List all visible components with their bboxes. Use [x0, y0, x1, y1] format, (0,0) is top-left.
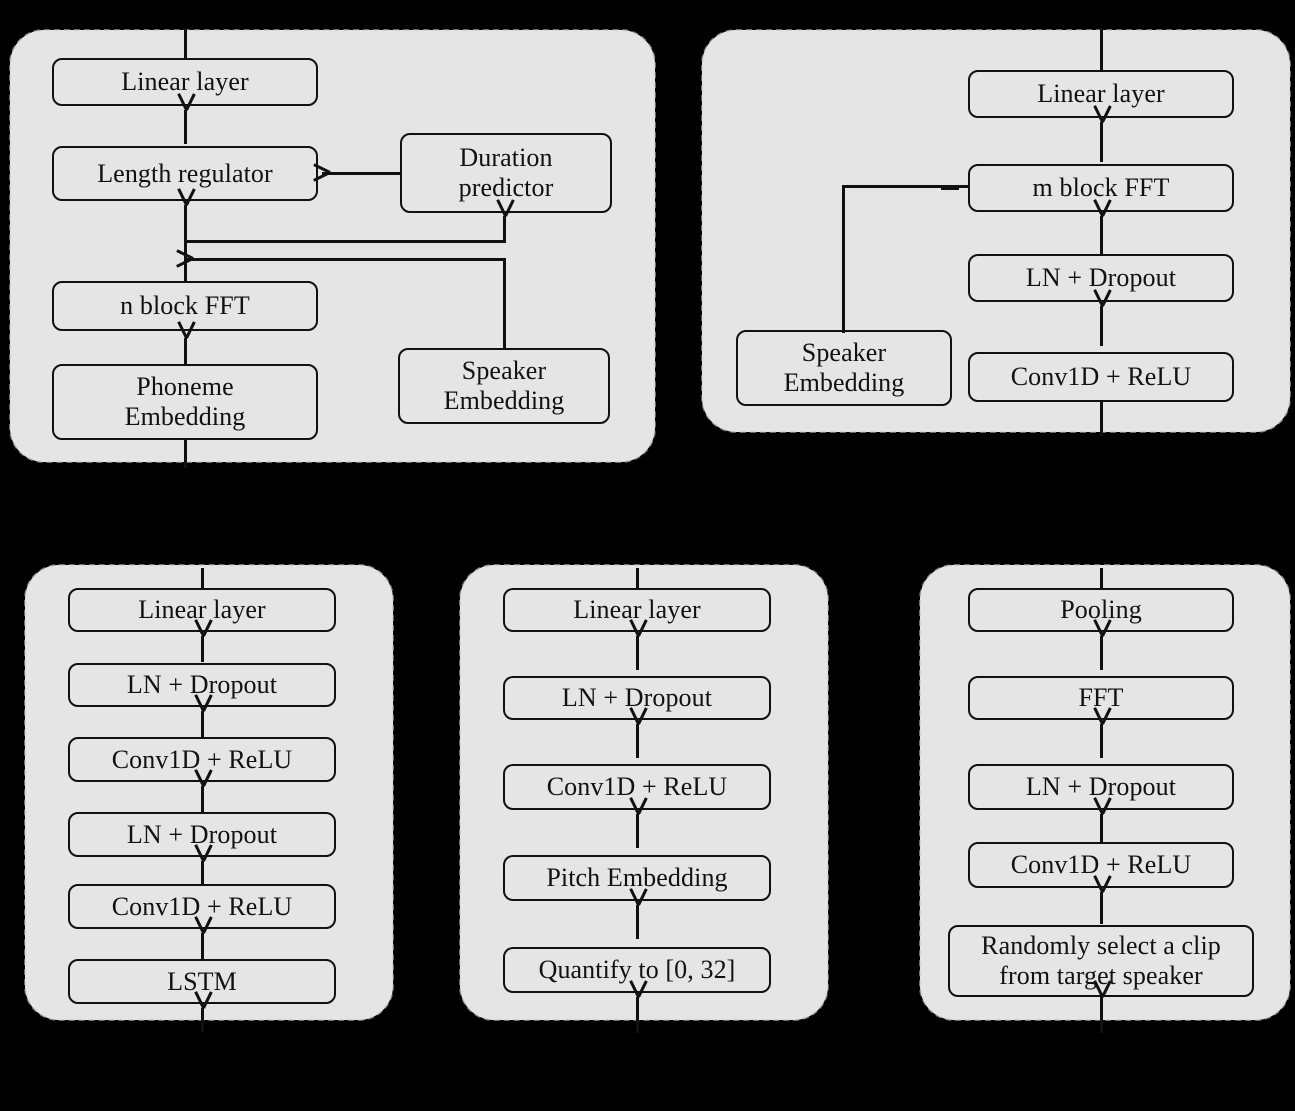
bm-conv1d-relu: Conv1D + ReLU: [503, 764, 771, 810]
bm-linear-layer: Linear layer: [503, 588, 771, 632]
bm-pitch-embedding: Pitch Embedding: [503, 855, 771, 901]
edge-tr-speaker-h: [842, 185, 968, 188]
tl-linear-layer: Linear layer: [52, 58, 318, 106]
edge-bm-2: [636, 724, 639, 758]
edge-speaker-to-main-h: [184, 258, 506, 261]
edge-fft-to-duration-h: [184, 240, 506, 243]
edge-tr-linear-out-stem: [1100, 28, 1103, 70]
edge-tr-mfft-to-linear: [1100, 122, 1103, 162]
tr-conv1d-relu: Conv1D + ReLU: [968, 352, 1234, 402]
tl-length-regulator: Length regulator: [52, 146, 318, 201]
edge-bm-input-stem: [636, 997, 639, 1033]
edge-bl-3: [201, 786, 204, 812]
bm-quantify: Quantify to [0, 32]: [503, 947, 771, 993]
edge-tr-speaker-v: [842, 185, 845, 333]
edge-bl-2: [201, 711, 204, 737]
edge-phoneme-input-stem: [184, 440, 187, 468]
bl-linear-layer: Linear layer: [68, 588, 336, 632]
edge-bl-4: [201, 861, 204, 884]
edge-tr-conv-input-stem: [1100, 402, 1103, 436]
phoneme-embedding-line2: Embedding: [124, 402, 246, 431]
edge-br-1: [1100, 636, 1103, 670]
edge-br-out-stem: [1100, 568, 1103, 590]
br-ln-dropout: LN + Dropout: [968, 764, 1234, 810]
edge-bl-1: [201, 636, 204, 662]
edge-br-input-stem: [1100, 997, 1103, 1033]
speaker-embedding-line2: Embedding: [443, 386, 565, 415]
edge-bm-4: [636, 905, 639, 939]
br-conv1d-relu: Conv1D + ReLU: [968, 842, 1234, 888]
edge-bl-5: [201, 933, 204, 959]
speaker-embedding-line2: Embedding: [783, 368, 905, 397]
bl-ln-dropout-1: LN + Dropout: [68, 812, 336, 857]
edge-tr-ln-to-mfft: [1100, 216, 1103, 254]
edge-lenreg-to-linear: [184, 110, 187, 144]
speaker-embedding-line1: Speaker: [461, 355, 547, 385]
duration-predictor-line2: predictor: [458, 173, 554, 202]
br-fft: FFT: [968, 676, 1234, 720]
tr-speaker-embedding: Speaker Embedding: [736, 330, 952, 406]
edge-phoneme-to-fft: [184, 338, 187, 364]
edge-br-4: [1100, 892, 1103, 924]
bl-lstm: LSTM: [68, 959, 336, 1004]
tr-linear-layer: Linear layer: [968, 70, 1234, 118]
edge-speaker-to-main-v: [503, 258, 506, 348]
edge-br-2: [1100, 724, 1103, 758]
edge-duration-to-lenreg: [322, 172, 400, 175]
tl-duration-predictor: Duration predictor: [400, 133, 612, 213]
edge-linear-out-stem: [184, 28, 187, 60]
br-random-clip: Randomly select a clip from target speak…: [948, 925, 1254, 997]
edge-br-3: [1100, 814, 1103, 844]
edge-bl-input-stem: [201, 1008, 204, 1032]
tl-phoneme-embedding: Phoneme Embedding: [52, 364, 318, 440]
edge-bm-1: [636, 636, 639, 670]
random-clip-line2: from target speaker: [999, 961, 1203, 990]
bl-conv1d-relu-1: Conv1D + ReLU: [68, 884, 336, 929]
edge-bm-out-stem: [636, 568, 639, 590]
edge-fft-to-lenreg: [184, 205, 187, 281]
edge-tr-conv-to-ln: [1100, 306, 1103, 346]
tr-m-block-fft: m block FFT: [968, 164, 1234, 212]
duration-predictor-line1: Duration: [459, 142, 553, 172]
edge-bm-3: [636, 814, 639, 848]
tl-speaker-embedding: Speaker Embedding: [398, 348, 610, 424]
random-clip-line1: Randomly select a clip: [981, 930, 1221, 960]
tr-ln-dropout: LN + Dropout: [968, 254, 1234, 302]
edge-bl-out-stem: [201, 568, 204, 590]
bm-ln-dropout: LN + Dropout: [503, 676, 771, 720]
edge-fft-to-duration-v: [503, 216, 506, 242]
bl-conv1d-relu-2: Conv1D + ReLU: [68, 737, 336, 782]
phoneme-embedding-line1: Phoneme: [136, 371, 234, 401]
speaker-embedding-line1: Speaker: [801, 337, 887, 367]
br-pooling: Pooling: [968, 588, 1234, 632]
bl-ln-dropout-2: LN + Dropout: [68, 663, 336, 707]
tl-n-block-fft: n block FFT: [52, 281, 318, 331]
duration-predictor-panel: [24, 564, 394, 1021]
